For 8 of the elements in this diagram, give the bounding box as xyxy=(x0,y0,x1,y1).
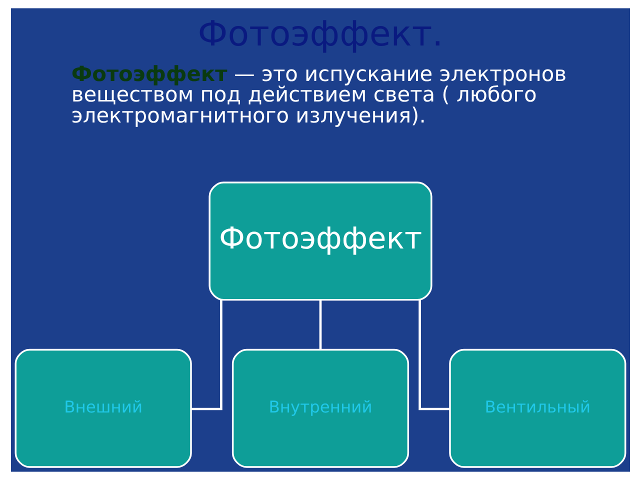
label: Фотоэффект — это испускание электронов веществом под действием света ( любого электромагнитного излучения). xyxy=(70,62,566,128)
node-box: Внутренний xyxy=(231,348,409,468)
node-box: Вентильный xyxy=(448,348,626,468)
connector xyxy=(418,300,450,410)
connector xyxy=(190,300,222,410)
connector xyxy=(318,300,322,350)
node-box: Внешний xyxy=(14,348,192,468)
node-box: Фотоэффект xyxy=(208,182,432,301)
